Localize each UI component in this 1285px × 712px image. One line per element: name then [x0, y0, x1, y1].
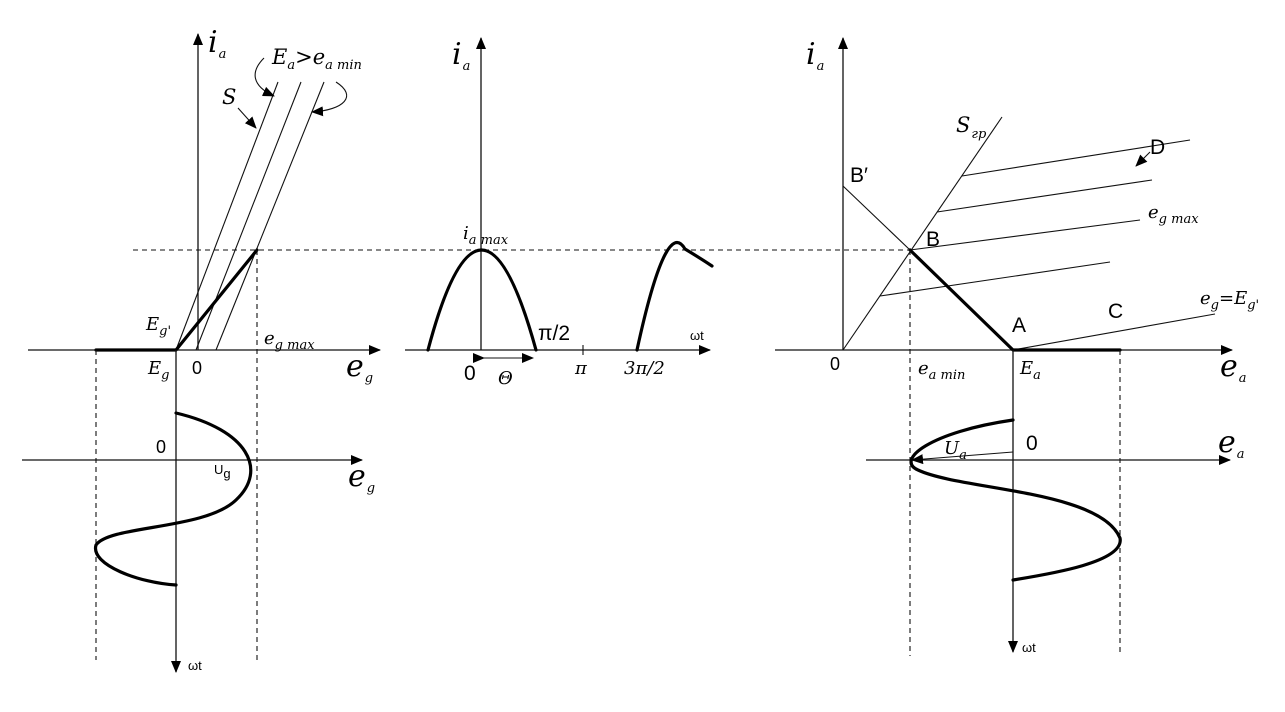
- grid-voltage-sine: [94, 411, 253, 587]
- static-char-4: [879, 261, 1111, 297]
- static-char-2: [936, 179, 1153, 213]
- label-eg-max-right: eg max: [1148, 202, 1199, 227]
- arrow-ea-right: [311, 81, 348, 117]
- label-ia-right: ia: [806, 37, 824, 74]
- label-eg-eq-Eg: eg=Eg': [1200, 288, 1259, 313]
- static-char-1: [961, 139, 1191, 177]
- static-char-3: [909, 219, 1141, 251]
- arrow-S: [237, 107, 257, 129]
- label-pi: π: [574, 358, 588, 379]
- label-eg-lower: eg: [348, 459, 375, 496]
- grid-characteristic-panel: ia Ea>ea min S Eg' eg max Eg 0 eg 0 Ug e…: [22, 25, 381, 673]
- current-pulse-2: [635, 241, 714, 352]
- label-ea-min: ea min: [918, 358, 965, 383]
- char-line-2: [195, 81, 302, 351]
- arrow-ea-left: [254, 57, 275, 97]
- static-char-5: [1012, 313, 1216, 351]
- label-zero-middle: 0: [464, 362, 476, 385]
- label-pi-half: π/2: [538, 322, 570, 345]
- label-B-prime: B′: [850, 164, 868, 187]
- label-zero-lower-right: 0: [1026, 432, 1038, 455]
- label-theta: Θ: [498, 368, 513, 389]
- label-Ea: Ea: [1019, 358, 1041, 383]
- label-Ug: Ug: [214, 462, 231, 481]
- label-Eg-prime: Eg': [145, 314, 171, 339]
- label-ea-lower: ea: [1218, 425, 1245, 462]
- char-line-3: [215, 81, 325, 351]
- anode-current-pulse-panel: ia ia max π/2 ωt 0 Θ π 3π/2: [405, 37, 714, 389]
- label-wt-left: ωt: [188, 658, 202, 673]
- load-line-extension: [842, 185, 911, 251]
- label-eg-max: eg max: [264, 328, 315, 353]
- label-ea-upper: ea: [1220, 349, 1247, 386]
- label-Eg: Eg: [147, 358, 169, 383]
- label-three-pi-half: 3π/2: [624, 358, 665, 379]
- label-D: D: [1150, 136, 1165, 159]
- label-zero-upper-left: 0: [192, 358, 202, 378]
- char-line-1: [175, 81, 279, 351]
- label-C: C: [1108, 300, 1123, 323]
- label-B: B: [926, 228, 940, 251]
- label-zero-upper-right: 0: [830, 354, 840, 374]
- anode-characteristic-panel: ia Sгр D B′ eg max B eg=Eg' C A 0 ea min…: [775, 37, 1259, 656]
- label-ia-max: ia max: [463, 223, 509, 248]
- label-zero-lower-left: 0: [156, 437, 166, 457]
- label-ia-middle: ia: [452, 37, 470, 74]
- working-characteristic: [94, 248, 259, 352]
- label-ea-gt-eamin: Ea>ea min: [271, 45, 362, 73]
- anode-voltage-sine: [909, 418, 1122, 582]
- Ua-arrow: [911, 451, 1014, 465]
- boundary-line-Sgr: [842, 116, 1003, 351]
- label-wt-right: ωt: [1022, 640, 1036, 655]
- label-S: S: [222, 85, 236, 109]
- arrow-D: [1135, 151, 1151, 167]
- label-eg-upper: eg: [346, 349, 373, 386]
- current-pulse-1: [426, 248, 538, 352]
- label-Sgr: Sгр: [956, 113, 987, 142]
- label-wt-middle: ωt: [690, 328, 704, 343]
- label-A: A: [1012, 314, 1026, 337]
- label-ia-left: ia: [208, 25, 226, 62]
- label-Ua: Ua: [944, 438, 967, 463]
